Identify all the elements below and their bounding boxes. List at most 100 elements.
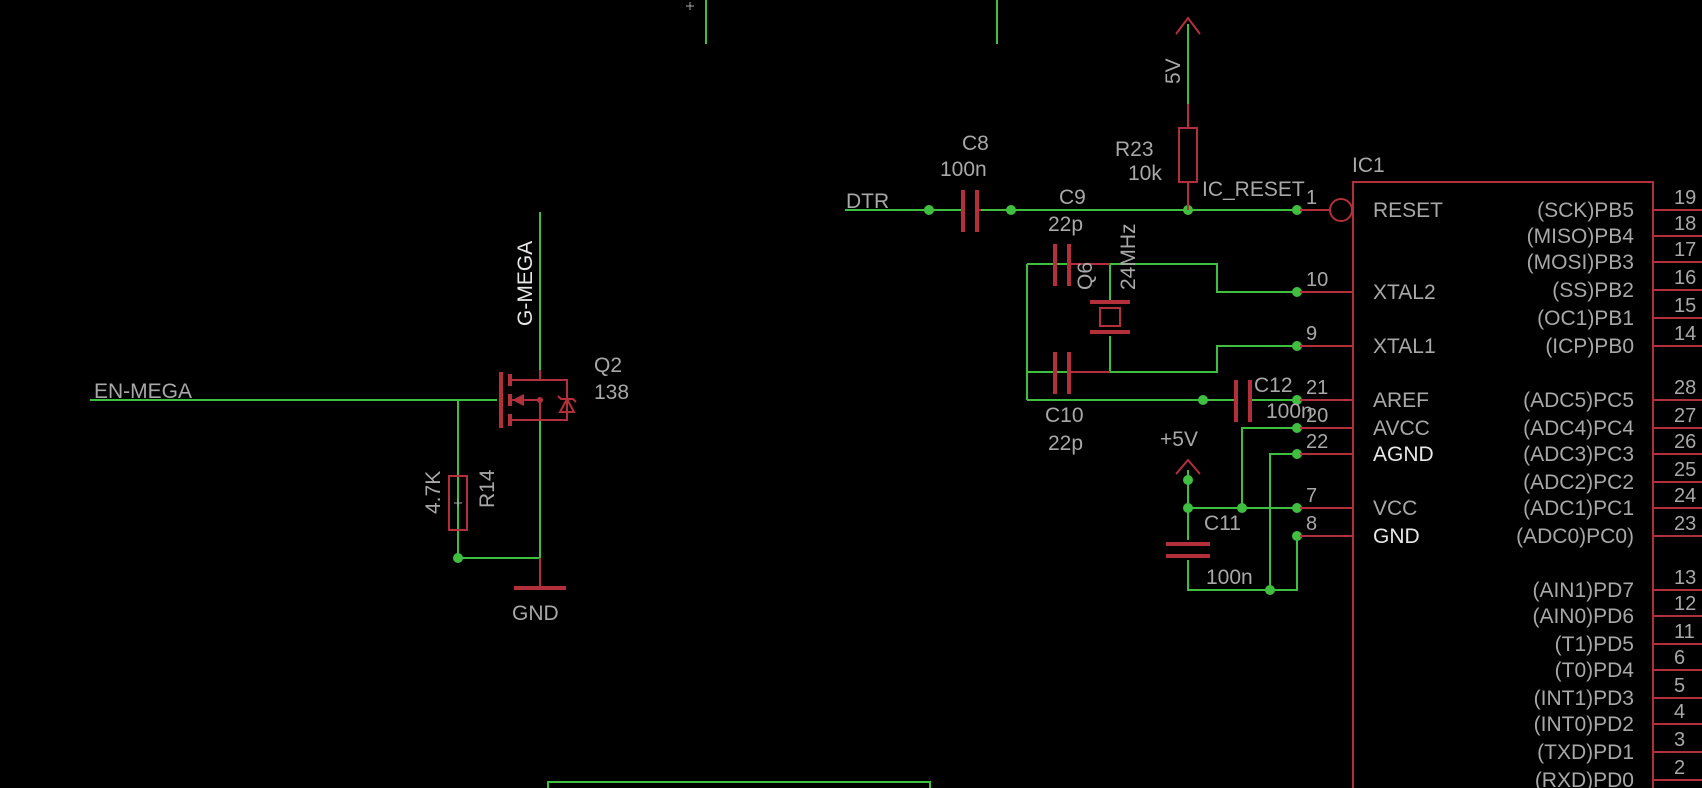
- ic1-name: IC1: [1352, 154, 1385, 177]
- ic1-pin-number: 11: [1674, 621, 1695, 643]
- q6-crystal: [1099, 307, 1121, 327]
- ic1-pin-name: AVCC: [1373, 417, 1430, 440]
- c12-name: C12: [1254, 374, 1293, 397]
- ic1-right-pins: 19(SCK)PB518(MISO)PB417(MOSI)PB316(SS)PB…: [1516, 187, 1702, 788]
- c11-name: C11: [1204, 512, 1241, 535]
- r14-resistor: [448, 475, 468, 531]
- ic1-pin-number: 9: [1306, 323, 1317, 345]
- c9-value: 22p: [1048, 213, 1083, 236]
- ic1-pin-name: (ADC5)PC5: [1523, 389, 1634, 412]
- ic1-pin-number: 7: [1306, 485, 1317, 507]
- q6-value: 24MHz: [1117, 223, 1140, 290]
- q2-drain: [510, 370, 541, 381]
- ic1-pin-number: 23: [1674, 513, 1696, 535]
- q2-arrow: [512, 394, 524, 406]
- net-label-dtr: DTR: [846, 190, 889, 213]
- ic1-pin-number: 21: [1306, 377, 1328, 399]
- q2-name: Q2: [594, 354, 622, 377]
- ic1-pin-name: AGND: [1373, 443, 1434, 466]
- ic1-pin-name: (INT0)PD2: [1534, 713, 1634, 736]
- junction: [453, 553, 463, 563]
- net-label-5v: 5V: [1162, 58, 1185, 84]
- r14-value: 4.7K: [422, 471, 445, 514]
- ic1-pin-number: 1: [1306, 187, 1317, 209]
- ic1-pin-number: 27: [1674, 405, 1696, 427]
- ic1-pin-number: 26: [1674, 431, 1696, 453]
- ic1-pin-name: (T1)PD5: [1555, 633, 1634, 656]
- net-label-gnd: GND: [512, 602, 559, 625]
- c10-value: 22p: [1048, 432, 1083, 455]
- ic1-pin-name: (TXD)PD1: [1537, 741, 1634, 764]
- q2-source: [510, 399, 541, 421]
- ic1-reset-bubble: [1329, 198, 1353, 222]
- net-label-plus5v: +5V: [1160, 428, 1198, 451]
- q2-mosfet-section: EN-MEGA GND G-MEGA Q2 138 4.7K R14: [90, 212, 629, 625]
- net-label-en-mega: EN-MEGA: [94, 380, 192, 403]
- ic1-pin-name: AREF: [1373, 389, 1429, 412]
- r14-name: R14: [476, 469, 499, 508]
- ic1-pin-name: (MISO)PB4: [1527, 225, 1635, 248]
- ic1-pin-name: (MOSI)PB3: [1527, 251, 1634, 274]
- ic1-pin-name: XTAL1: [1373, 335, 1436, 358]
- r23-name: R23: [1115, 138, 1154, 161]
- ic1-pin-number: 20: [1306, 405, 1328, 427]
- ic1-pin-number: 8: [1306, 513, 1317, 535]
- ic1-pin-number: 25: [1674, 459, 1696, 481]
- ic1-pin-name: (ICP)PB0: [1545, 335, 1634, 358]
- q6-name: Q6: [1074, 262, 1097, 290]
- ic1-pin-number: 2: [1674, 757, 1685, 779]
- ic1-pin-name: XTAL2: [1373, 281, 1436, 304]
- ic1-pin-name: (SS)PB2: [1552, 279, 1634, 302]
- ic1-pin-number: 3: [1674, 729, 1685, 751]
- ic1-pin-name: GND: [1373, 525, 1420, 548]
- c8-value: 100n: [940, 158, 987, 181]
- 5v-arrow: [1175, 16, 1201, 35]
- c10-name: C10: [1045, 404, 1084, 427]
- ic1-pin-number: 12: [1674, 593, 1696, 615]
- ic1-pin-number: 28: [1674, 377, 1696, 399]
- crystal-section: Q6 24MHz C10 22p: [1026, 223, 1302, 455]
- ic1-pin-name: (AIN0)PD6: [1532, 605, 1634, 628]
- wire-xtal2: [1110, 263, 1300, 293]
- power-section: +5V C11 100n C12 100n: [1160, 374, 1313, 595]
- ic1-pin-name: RESET: [1373, 199, 1443, 222]
- c9-name: C9: [1059, 186, 1086, 209]
- r23-resistor: [1178, 127, 1198, 183]
- ic1-pin-number: 13: [1674, 567, 1696, 589]
- wire-xtal1: [1110, 345, 1300, 373]
- q2-value: 138: [594, 381, 629, 404]
- ic1-pin-name: (ADC1)PC1: [1523, 497, 1634, 520]
- ic1-pin-number: 5: [1674, 675, 1685, 697]
- ic1-pin-name: (ADC4)PC4: [1523, 417, 1634, 440]
- ic1-pin-name: (OC1)PB1: [1537, 307, 1634, 330]
- ic1-pin-name: (SCK)PB5: [1537, 199, 1634, 222]
- plus5v-arrow: [1175, 458, 1201, 475]
- ic1-pin-name: (INT1)PD3: [1534, 687, 1634, 710]
- c8-name: C8: [962, 132, 989, 155]
- bottom-component-fragment: [547, 781, 931, 788]
- ic1-body: [1352, 181, 1654, 788]
- ic1-pin-name: (ADC2)PC2: [1523, 471, 1634, 494]
- c11-value: 100n: [1206, 566, 1253, 589]
- q2-diode-bar: [557, 395, 577, 403]
- r23-value: 10k: [1128, 162, 1162, 185]
- c12-value: 100n: [1266, 400, 1313, 423]
- reset-section: DTR C8 100n C9 22p 5V R23 10k IC_RESET: [845, 16, 1305, 236]
- net-label-ic-reset: IC_RESET: [1202, 178, 1305, 201]
- wire-gnd: [1270, 536, 1298, 591]
- ic1-pin-number: 6: [1674, 647, 1685, 669]
- net-label-g-mega: G-MEGA: [514, 241, 537, 326]
- ic1-pin-number: 22: [1306, 431, 1328, 453]
- ic1-pin-number: 10: [1306, 269, 1328, 291]
- wire-avcc: [1188, 427, 1297, 509]
- ic1-pin-name: VCC: [1373, 497, 1417, 520]
- ic1-pin-number: 15: [1674, 295, 1696, 317]
- ic1-pin-name: (T0)PD4: [1555, 659, 1635, 682]
- ic1-pin-name: (ADC0)PC0): [1516, 525, 1634, 548]
- ic1-pin-name: (RXD)PD0: [1535, 769, 1634, 788]
- ic1-pin-number: 14: [1674, 323, 1696, 345]
- ic1-pin-number: 19: [1674, 187, 1696, 209]
